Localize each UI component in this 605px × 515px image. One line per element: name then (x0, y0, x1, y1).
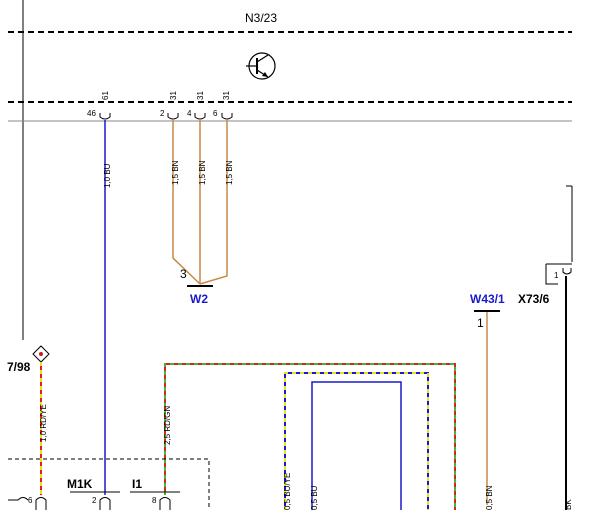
diamond-junction-icon (32, 345, 50, 363)
module-title: N3/23 (245, 11, 277, 25)
pin-label-w43-1: 1 (477, 316, 484, 330)
component-label-i1: I1 (132, 477, 142, 491)
wire-bn-1 (172, 120, 201, 285)
connector-pin-bottom-8 (159, 497, 171, 510)
wire-label-buye: 0,5 BU/YE (283, 473, 292, 510)
x73-connector-bracket (545, 264, 558, 285)
wire-rdgn-stripe (164, 363, 456, 510)
connector-pin-46 (99, 113, 111, 120)
wire-buye-stripe (284, 372, 429, 510)
pin-label-31-a: 31 (169, 91, 178, 100)
connector-pin-bottom-6 (35, 497, 47, 510)
wire-bn-3 (199, 120, 228, 285)
wire-label-bn-3: 1,5 BN (225, 160, 234, 185)
connector-pin-2 (167, 113, 179, 120)
component-label-m1k: M1K (67, 477, 93, 491)
transistor-icon (246, 52, 276, 80)
wire-label-rdye: 1,0 RD/YE (39, 404, 48, 442)
wire-label-bn-small: 0,5 BN (485, 485, 494, 510)
connector-label-x73-6: X73/6 (518, 292, 550, 306)
pin-label-2: 2 (160, 109, 165, 118)
bottom-left-partial-connector (8, 497, 29, 501)
wire-label-bu-small: 0,5 BU (310, 485, 319, 510)
pin-label-46: 46 (87, 109, 96, 118)
pin-label-bottom-2: 2 (92, 496, 97, 505)
pin-label-x73-1: 1 (554, 271, 559, 280)
wire-buye-base (284, 372, 429, 510)
wire-label-bn-1: 1,5 BN (171, 160, 180, 185)
connector-pin-4 (194, 113, 206, 120)
wire-bu-small (311, 381, 402, 510)
wire-label-rdgn: 2,5 RD/GN (163, 406, 172, 445)
ground-label-w2: W2 (190, 292, 208, 306)
bottom-component-boundary (8, 458, 210, 510)
connector-pin-bottom-2 (99, 497, 111, 510)
pin-label-6: 6 (213, 109, 218, 118)
connector-pin-x73-1 (562, 268, 572, 275)
ground-label-w43-1: W43/1 (470, 292, 505, 306)
pin-label-4: 4 (187, 109, 192, 118)
pin-label-61: 61 (101, 91, 110, 100)
wire-label-bn-2: 1,5 BN (198, 160, 207, 185)
pin-label-bottom-8: 8 (152, 496, 157, 505)
wire-label-bk: BK (564, 499, 573, 510)
pin-label-bottom-6: 6 (28, 496, 33, 505)
pin-label-31-b: 31 (196, 91, 205, 100)
pin-label-w2-3: 3 (180, 267, 187, 281)
wire-label-bu-main: 1,0 BU (103, 163, 112, 188)
pin-label-31-c: 31 (222, 91, 231, 100)
reference-label-7-98: 7/98 (7, 360, 31, 374)
connector-pin-6 (221, 113, 233, 120)
